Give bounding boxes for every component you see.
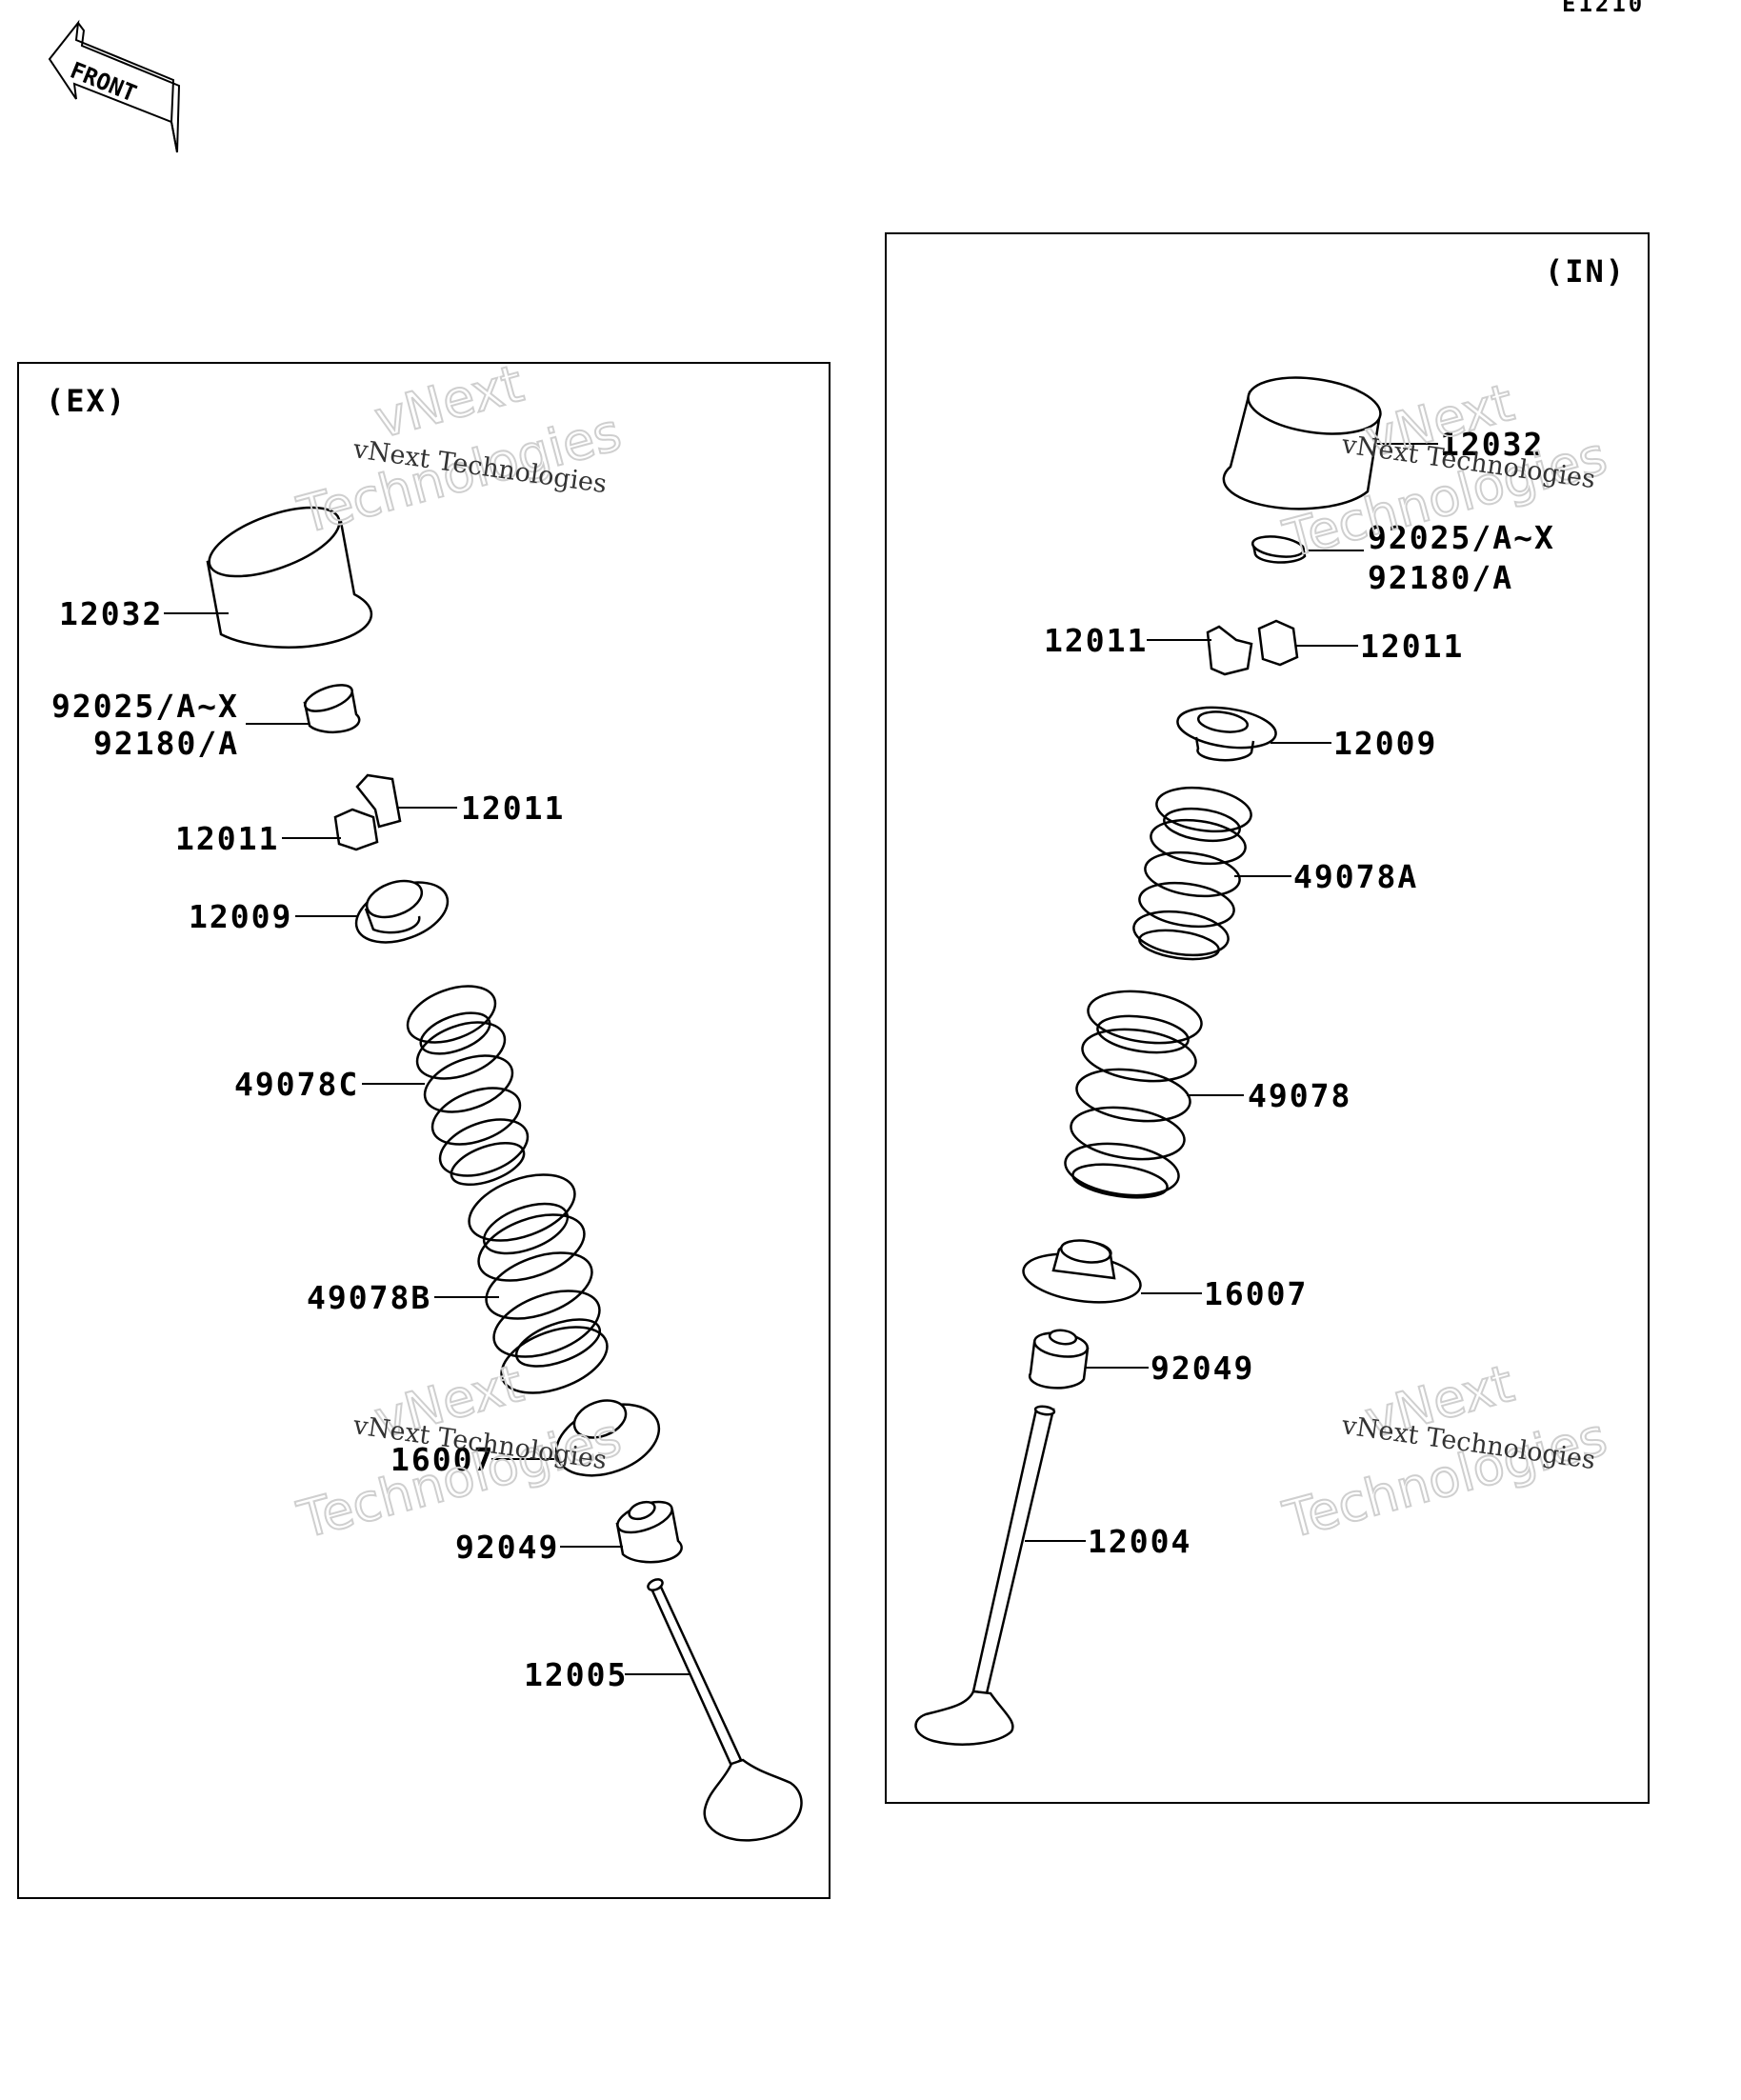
spring-seat-part (1022, 1239, 1142, 1304)
ex-tappet-label: 12032 (59, 595, 163, 632)
ex-inner-spring-label: 49078C (234, 1066, 359, 1103)
cotter-part (333, 773, 402, 851)
in-valve-label: 12004 (1088, 1523, 1191, 1560)
in-stem-seal-label: 92049 (1151, 1350, 1254, 1387)
in-inner-spring-label: 49078A (1293, 858, 1418, 895)
in-cotter-label-right: 12011 (1360, 628, 1464, 665)
in-retainer-label: 12009 (1333, 725, 1437, 762)
tappet-part (1222, 376, 1382, 510)
ex-cotter-label-left: 12011 (175, 820, 279, 857)
ex-stem-seal-label: 92049 (455, 1529, 559, 1566)
front-arrow-icon: FRONT (48, 19, 181, 153)
in-spring-seat-label: 16007 (1204, 1275, 1308, 1312)
watermark-in-bottom: Technologies vNext vNext Technologies (1276, 1352, 1613, 1551)
retainer-part (354, 879, 450, 944)
outer-spring-part (1064, 990, 1203, 1199)
in-shim-label-2: 92180/A (1368, 559, 1513, 596)
inner-spring-part (1132, 786, 1252, 961)
shim-part (1251, 535, 1307, 564)
in-shim-label-1: 92025/A~X (1368, 519, 1555, 556)
in-cotter-label-left: 12011 (1044, 622, 1148, 659)
retainer-part (1176, 706, 1277, 762)
exhaust-frame (17, 362, 830, 1899)
watermark-ex-top: Technologies vNext vNext Technologies (290, 352, 628, 547)
diagram-code: E1210 (1562, 0, 1645, 17)
ex-retainer-label: 12009 (189, 898, 292, 935)
ex-spring-seat-label: 16007 (390, 1441, 494, 1478)
intake-section: (IN) 12032 92025/A~X 92180/A 12011 12011 (885, 232, 1650, 1804)
ex-outer-spring-label: 49078B (307, 1279, 431, 1316)
cotter-part (1206, 619, 1299, 676)
ex-cotter-label-right: 12011 (461, 790, 565, 827)
in-outer-spring-label: 49078 (1248, 1077, 1351, 1114)
intake-valve-part (914, 1405, 1056, 1746)
inner-spring-part (406, 985, 530, 1187)
stem-seal-part (1028, 1329, 1090, 1390)
tappet-part (206, 506, 373, 649)
stem-seal-part (615, 1500, 683, 1564)
ex-shim-label-1: 92025/A~X (51, 688, 239, 725)
ex-valve-label: 12005 (524, 1656, 628, 1693)
intake-frame (885, 232, 1650, 1804)
intake-title: (IN) (1545, 253, 1626, 290)
spring-seat-part (554, 1399, 661, 1477)
outer-spring-part (468, 1173, 609, 1394)
exhaust-section: (EX) 12032 92025/A~X 92180/A 12011 12011 (17, 362, 830, 1899)
shim-part (303, 684, 361, 734)
watermark-ex-bottom: Technologies vNext vNext Technologies (290, 1352, 628, 1551)
in-tappet-label: 12032 (1440, 426, 1544, 463)
ex-shim-label-2: 92180/A (93, 725, 239, 762)
exhaust-title: (EX) (46, 383, 127, 419)
exhaust-valve-part (647, 1578, 803, 1842)
